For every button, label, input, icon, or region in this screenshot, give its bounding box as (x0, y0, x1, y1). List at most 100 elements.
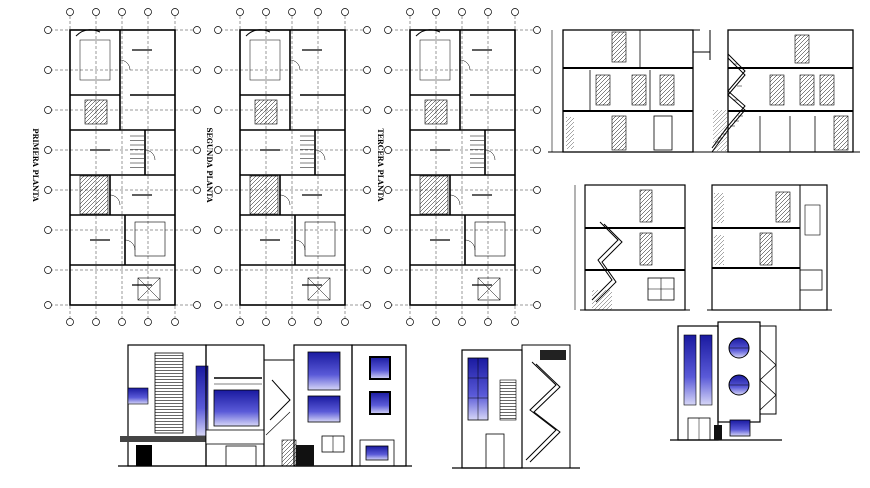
bathroom (84, 99, 108, 125)
room-furniture (419, 39, 451, 81)
grid-bubble (384, 301, 392, 309)
grid-bubble (314, 8, 322, 16)
grid-bubble (214, 186, 222, 194)
grid-bubble (363, 186, 371, 194)
grid-bubble (363, 266, 371, 274)
grid-bubble (384, 106, 392, 114)
patio (477, 277, 501, 301)
room-furniture (249, 39, 281, 81)
plan-3-title: TERCERA PLANTA (376, 128, 385, 202)
door-swing (119, 59, 131, 71)
patio (307, 277, 331, 301)
door-swing (289, 59, 301, 71)
grid-bubble (432, 318, 440, 326)
room-furniture (134, 221, 166, 257)
grid-bubble (432, 8, 440, 16)
grid-bubble (533, 146, 541, 154)
grid-bubble (288, 8, 296, 16)
room-furniture (304, 221, 336, 257)
grid-bubble (236, 8, 244, 16)
grid-bubble (214, 266, 222, 274)
grid-bubble (236, 318, 244, 326)
grid-bubble (384, 266, 392, 274)
grid-bubble (92, 8, 100, 16)
grid-bubble (262, 318, 270, 326)
grid-bubble (118, 318, 126, 326)
grid-bubble (144, 318, 152, 326)
plan-1-title: PRIMERA PLANTA (31, 128, 40, 202)
floor-plan-3 (384, 8, 541, 326)
grid-bubble (193, 226, 201, 234)
door-swing (464, 239, 476, 251)
grid-bubble (193, 66, 201, 74)
grid-bubble (533, 106, 541, 114)
grid-bubble (458, 8, 466, 16)
grid-bubble (214, 226, 222, 234)
grid-bubble (363, 226, 371, 234)
stair (419, 175, 449, 215)
grid-bubble (484, 8, 492, 16)
grid-bubble (214, 26, 222, 34)
grid-bubble (341, 318, 349, 326)
grid-bubble (193, 146, 201, 154)
grid-bubble (533, 66, 541, 74)
grid-bubble (214, 301, 222, 309)
grid-bubble (171, 318, 179, 326)
stair (79, 175, 109, 215)
grid-bubble (533, 266, 541, 274)
grid-bubble (144, 8, 152, 16)
grid-bubble (118, 8, 126, 16)
floor-plan-1 (44, 8, 201, 326)
bay-window (415, 29, 441, 37)
grid-bubble (341, 8, 349, 16)
door-swing (449, 194, 461, 206)
bathroom (254, 99, 278, 125)
grid-bubble (214, 106, 222, 114)
grid-bubble (193, 266, 201, 274)
section-transversal-1 (574, 184, 690, 311)
grid-bubble (44, 186, 52, 194)
side-elevation (452, 344, 580, 469)
grid-bubble (533, 226, 541, 234)
grid-bubble (363, 301, 371, 309)
grid-bubble (193, 301, 201, 309)
grid-bubble (44, 266, 52, 274)
grid-bubble (214, 146, 222, 154)
floor-plan-2 (214, 8, 371, 326)
grid-bubble (384, 226, 392, 234)
room-furniture (474, 221, 506, 257)
door-swing (144, 149, 156, 161)
grid-bubble (484, 318, 492, 326)
door-swing (484, 149, 496, 161)
door-swing (279, 194, 291, 206)
door-swing (124, 239, 136, 251)
grid-bubble (44, 26, 52, 34)
section-transversal-2 (707, 184, 832, 311)
grid-bubble (44, 301, 52, 309)
door-swing (314, 149, 326, 161)
grid-bubble (66, 318, 74, 326)
grid-bubble (406, 8, 414, 16)
grid-bubble (44, 226, 52, 234)
grid-bubble (533, 26, 541, 34)
grid-bubble (214, 66, 222, 74)
door-swing (459, 59, 471, 71)
grid-bubble (314, 318, 322, 326)
grid-bubble (384, 26, 392, 34)
grid-bubble (262, 8, 270, 16)
grid-bubble (384, 146, 392, 154)
grid-bubble (363, 26, 371, 34)
bathroom (424, 99, 448, 125)
grid-bubble (511, 8, 519, 16)
grid-bubble (92, 318, 100, 326)
grid-bubble (44, 106, 52, 114)
section-longitudinal (548, 29, 860, 153)
grid-bubble (363, 146, 371, 154)
door-swing (294, 239, 306, 251)
patio-mark (477, 277, 501, 301)
grid-bubble (66, 8, 74, 16)
bay-window (75, 29, 101, 37)
grid-bubble (384, 186, 392, 194)
patio-mark (307, 277, 331, 301)
